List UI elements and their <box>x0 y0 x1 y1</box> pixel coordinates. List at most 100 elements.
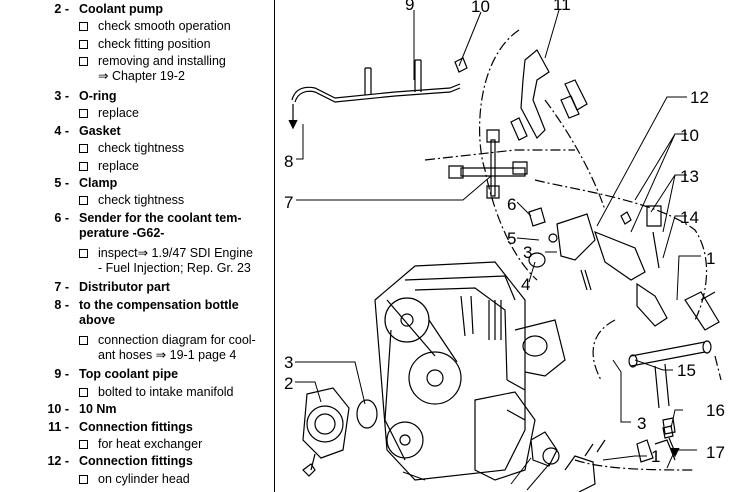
parts-item-label-line: Top coolant pipe <box>79 367 179 382</box>
parts-item-label: Coolant pump <box>79 2 269 17</box>
heat-exchanger-fittings <box>520 49 550 139</box>
distributor-part <box>490 139 496 197</box>
callout-10b: 10 <box>680 126 699 145</box>
check-instruction-text: check tightness <box>98 141 268 156</box>
callout-15: 15 <box>677 361 696 380</box>
callout-1b: 1 <box>651 447 660 466</box>
cylinder-head-flange <box>556 213 596 261</box>
parts-item-number: 11 - <box>48 419 69 434</box>
callout-4: 4 <box>521 275 530 294</box>
coolant-pump <box>302 387 350 471</box>
check-instruction-text: on cylinder head <box>98 472 268 487</box>
callout-12: 12 <box>690 88 709 107</box>
parts-item-label-line: 10 Nm <box>79 402 117 417</box>
callout-14: 14 <box>680 208 699 227</box>
parts-item-label-line: Clamp <box>79 176 118 190</box>
parts-item-label-line: Gasket <box>79 123 121 138</box>
callout-2: 2 <box>284 374 293 393</box>
check-instruction-text: replace <box>98 106 268 121</box>
callout-9: 9 <box>405 0 414 14</box>
checkbox-icon <box>79 161 88 171</box>
check-instruction-text: check smooth operation <box>98 19 268 34</box>
check-instruction-text: check fitting position <box>98 37 268 52</box>
callout-6: 6 <box>507 195 516 214</box>
parts-list: 2 - Coolant pump check smooth operation che… <box>0 0 274 492</box>
check-instruction-text: removing and installing⇒ Chapter 19-2 <box>98 54 268 84</box>
callout-3: 3 <box>523 243 532 262</box>
checkbox-icon <box>79 144 88 154</box>
checkbox-icon <box>79 474 88 484</box>
parts-item-number: 5 - <box>54 176 69 190</box>
check-instruction-text: check tightness <box>98 193 268 208</box>
parts-item-label: O-ring <box>79 89 269 104</box>
parts-item-number: 12 - <box>47 454 69 469</box>
checkbox-icon <box>79 57 88 67</box>
check-instruction-line: ant hoses ⇒ 19-1 page 4 <box>98 347 237 362</box>
check-instruction-text: inspect⇒ 1.9/47 SDI Engine- Fuel Injecti… <box>98 246 268 276</box>
parts-item-label-line: Connection fittings <box>79 454 193 469</box>
check-instruction-line: check tightness <box>98 141 185 156</box>
column-divider <box>274 0 275 492</box>
parts-item-label: Connection fittings <box>79 420 269 435</box>
callout-16: 16 <box>706 401 725 420</box>
callout-8: 8 <box>284 152 293 171</box>
lower-coolant-pipe <box>630 341 706 367</box>
callout-3c: 3 <box>637 414 646 433</box>
parts-item-label: Sender for the coolant tem-perature -G62… <box>79 211 269 241</box>
engine-block <box>374 261 566 481</box>
checkbox-icon <box>79 335 88 345</box>
checkbox-icon <box>79 440 88 449</box>
parts-item-label-line: Distributor part <box>79 280 170 295</box>
parts-item-label-line: above <box>79 312 116 327</box>
check-instruction-line: - Fuel Injection; Rep. Gr. 23 <box>98 260 251 275</box>
check-instruction-text: replace <box>98 159 268 174</box>
checkbox-icon <box>79 39 88 49</box>
check-instruction-line: check fitting position <box>98 36 211 51</box>
checkbox-icon <box>79 22 88 32</box>
callout-17: 17 <box>706 443 725 462</box>
check-instruction-line: inspect⇒ 1.9/47 SDI Engine <box>98 245 254 260</box>
check-instruction-line: ⇒ Chapter 19-2 <box>98 69 185 84</box>
parts-item-label: 10 Nm <box>79 402 269 417</box>
check-instruction-line: connection diagram for cool- <box>98 332 256 347</box>
check-instruction-line: check tightness <box>98 193 185 208</box>
check-instruction-line: replace <box>98 106 139 121</box>
parts-item-number: 8 - <box>54 297 69 312</box>
parts-item-label: Clamp <box>79 176 269 191</box>
parts-item-number: 10 - <box>47 402 69 417</box>
parts-item-label-line: Coolant pump <box>79 2 164 16</box>
parts-item-number: 6 - <box>54 210 69 225</box>
parts-item-label: Connection fittings <box>79 454 269 469</box>
parts-item-label-line: O-ring <box>79 89 117 103</box>
parts-item-number: 2 - <box>54 2 69 16</box>
parts-item-number: 3 - <box>54 89 69 103</box>
check-instruction-line: replace <box>98 158 139 173</box>
parts-item-label: Distributor part <box>79 280 269 295</box>
parts-item-label: Gasket <box>79 124 269 139</box>
callout-13: 13 <box>680 167 699 186</box>
parts-item-number: 4 - <box>54 123 69 138</box>
parts-item-label: Top coolant pipe <box>79 367 269 382</box>
callout-1: 1 <box>706 249 715 268</box>
check-instruction-text: connection diagram for cool-ant hoses ⇒ … <box>98 333 268 363</box>
callout-5: 5 <box>507 229 516 248</box>
check-instruction-line: for heat exchanger <box>98 437 203 451</box>
checkbox-icon <box>79 196 88 206</box>
check-instruction-line: check smooth operation <box>98 19 231 34</box>
parts-item-label-line: Connection fittings <box>79 419 193 434</box>
check-instruction-line: on cylinder head <box>98 471 190 486</box>
check-instruction-line: removing and installing <box>98 54 226 69</box>
top-coolant-pipe <box>291 83 461 101</box>
checkbox-icon <box>79 248 88 258</box>
callout-10: 10 <box>471 0 490 16</box>
check-instruction-text: bolted to intake manifold <box>98 385 268 400</box>
callout-7: 7 <box>284 193 293 212</box>
pump-o-ring <box>356 399 378 429</box>
checkbox-icon <box>79 387 88 397</box>
callout-3b: 3 <box>284 353 293 372</box>
parts-item-label-line: Sender for the coolant tem- <box>79 210 242 225</box>
check-instruction-text: for heat exchanger <box>98 437 268 452</box>
parts-item-label-line: perature -G62- <box>79 225 165 240</box>
checkbox-icon <box>79 109 88 119</box>
